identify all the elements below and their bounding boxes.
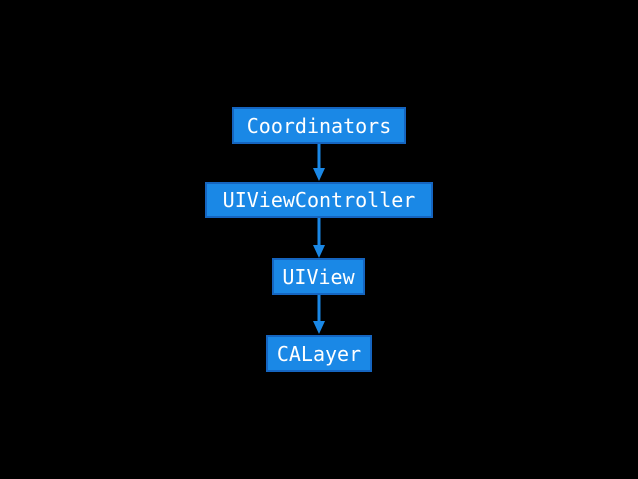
node-coordinators: Coordinators [232,107,406,144]
node-uiview: UIView [272,258,365,295]
node-uiviewcontroller: UIViewController [205,182,433,218]
edge-uiview-to-calayer [313,295,325,334]
node-calayer: CALayer [266,335,372,372]
edge-uiviewcontroller-to-uiview [313,218,325,258]
edge-coordinators-to-uiviewcontroller [313,144,325,181]
